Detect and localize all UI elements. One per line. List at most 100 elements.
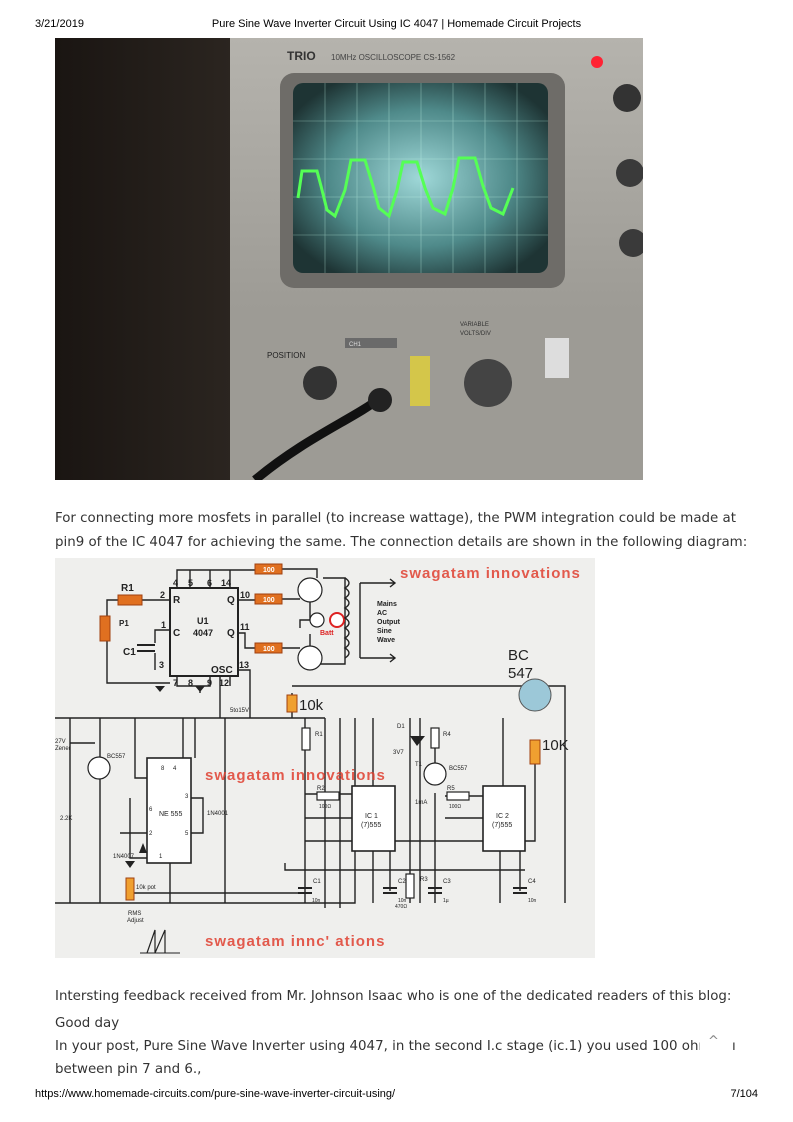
diagram-label: 100: [263, 567, 275, 574]
diagram-label: 8: [161, 766, 165, 772]
ic1-box: [351, 785, 396, 852]
knob-icon[interactable]: [613, 84, 641, 112]
diagram-label: swagatam innc' ations: [205, 933, 385, 950]
ground-icon: [155, 686, 205, 692]
diagram-label: 470Ω: [395, 904, 407, 910]
diagram-label: 14: [221, 578, 231, 588]
volts-div-label: VOLTS/DIV: [460, 331, 491, 337]
diagram-label: 10n: [398, 898, 407, 904]
diagram-label: 27V: [55, 739, 66, 745]
diagram-label: Q: [227, 628, 235, 639]
diagram-label: C1: [313, 879, 321, 885]
diagram-label: 11: [240, 622, 250, 632]
diagram-label: 1µ: [443, 898, 449, 904]
ic-4047-box: [169, 587, 239, 677]
diagram-label: 10: [240, 590, 250, 600]
diagram-label: 6: [149, 807, 153, 813]
diagram-label: R3: [420, 877, 428, 883]
diagram-label: R1: [121, 583, 134, 594]
page-url: https://www.homemade-circuits.com/pure-s…: [35, 1088, 396, 1100]
diagram-label: 6: [207, 578, 212, 588]
diagram-label: NE 555: [159, 811, 182, 818]
diagram-label: BC557: [107, 754, 126, 760]
diagram-label: U1: [197, 616, 209, 626]
input-switch[interactable]: [410, 356, 430, 406]
diagram-label: Zener: [55, 746, 71, 752]
knob-icon[interactable]: [619, 229, 643, 257]
diagram-label: swagatam innovations: [205, 767, 386, 784]
variable-label: VARIABLE: [460, 322, 489, 328]
resistor-r5: [446, 791, 470, 801]
diagram-label: 7: [173, 678, 178, 688]
paragraph-question: In your post, Pure Sine Wave Inverter us…: [55, 1039, 700, 1054]
paragraph-question-cont: between pin 7 and 6.,: [55, 1062, 202, 1077]
scope-model: 10MHz OSCILLOSCOPE CS-1562: [331, 53, 456, 62]
diagram-label: (7)555: [492, 822, 512, 829]
diagram-label: 1: [159, 854, 163, 860]
diagram-label: 1N4001: [207, 811, 229, 817]
diagram-label: 10n: [312, 898, 321, 904]
diagram-label: 13: [239, 660, 249, 670]
transistor-icon: [423, 762, 447, 786]
circuit-diagram: R1 P1 C1 U1 4047 R C Q Q OSC 4 5 6 14 2 …: [55, 558, 595, 958]
diagram-label: C: [173, 628, 180, 639]
scroll-to-top-button[interactable]: ^: [708, 1034, 719, 1049]
battery-plus-icon: [329, 612, 345, 628]
diagram-label: P1: [119, 619, 129, 628]
diagram-label: R4: [443, 732, 451, 738]
diagram-label: C3: [443, 879, 451, 885]
diagram-label: Batt: [320, 630, 334, 637]
diagram-label: IC 2: [496, 813, 509, 820]
resistor-icon: [99, 563, 541, 901]
ne555-box: [146, 757, 192, 864]
diagram-label: swagatam innovations: [400, 565, 581, 582]
diagram-label: R2: [317, 786, 325, 792]
diagram-label: 1mA: [415, 800, 427, 806]
resistor-r4: [430, 727, 440, 749]
position-knob[interactable]: [303, 366, 337, 400]
diagram-label: C2: [398, 879, 406, 885]
diagram-label: BC557: [449, 766, 468, 772]
diagram-label: 5to15V: [230, 708, 249, 714]
battery-minus-icon: [309, 612, 325, 628]
diagram-label: OSC: [211, 665, 233, 676]
diagram-label: 4: [173, 766, 177, 772]
diagram-label: C1: [123, 647, 136, 658]
diagram-label: 8: [188, 678, 193, 688]
diagram-label: Adjust: [127, 918, 144, 924]
volts-div-knob[interactable]: [464, 359, 512, 407]
knob-icon[interactable]: [616, 159, 643, 187]
oscilloscope-photo: TRIO 10MHz OSCILLOSCOPE CS-1562 CH1 POSI…: [55, 38, 643, 480]
mosfet-icon: [297, 577, 323, 603]
diagram-label: 3: [159, 660, 164, 670]
diagram-label: Output: [377, 619, 401, 626]
diagram-label: R5: [447, 786, 455, 792]
diagram-label: 5: [185, 831, 189, 837]
diagram-label: C4: [528, 879, 536, 885]
ic2-box: [482, 785, 526, 852]
page-title: Pure Sine Wave Inverter Circuit Using IC…: [211, 18, 582, 30]
diagram-label: 100: [263, 597, 275, 604]
diagram-label: 2.2K: [60, 816, 72, 822]
diagram-label: 2: [149, 831, 153, 837]
diagram-label: 100: [263, 646, 275, 653]
diagram-label: 3: [185, 794, 189, 800]
waveform-trace: [296, 156, 515, 219]
transistor-icon: [87, 756, 111, 780]
resistor-r2: [316, 791, 340, 801]
resistor-r3: [405, 873, 415, 899]
paragraph-question-tail: ı: [732, 1039, 736, 1054]
diagram-label: 9: [207, 678, 212, 688]
mosfet-icon: [297, 645, 323, 671]
paragraph-feedback-intro: Intersting feedback received from Mr. Jo…: [55, 989, 732, 1004]
diagram-label: AC: [377, 610, 387, 617]
ch1-label: CH1: [349, 342, 362, 348]
page-number: 7/104: [730, 1088, 758, 1100]
diagram-label: 547: [508, 665, 533, 682]
diagram-label: 5: [188, 578, 193, 588]
diagram-label: 4: [173, 578, 178, 588]
diagram-label: IC 1: [365, 813, 378, 820]
diagram-label: 100Ω: [449, 804, 461, 810]
r10k-right-label: 10K: [542, 737, 569, 754]
paragraph-greeting: Good day: [55, 1016, 120, 1031]
